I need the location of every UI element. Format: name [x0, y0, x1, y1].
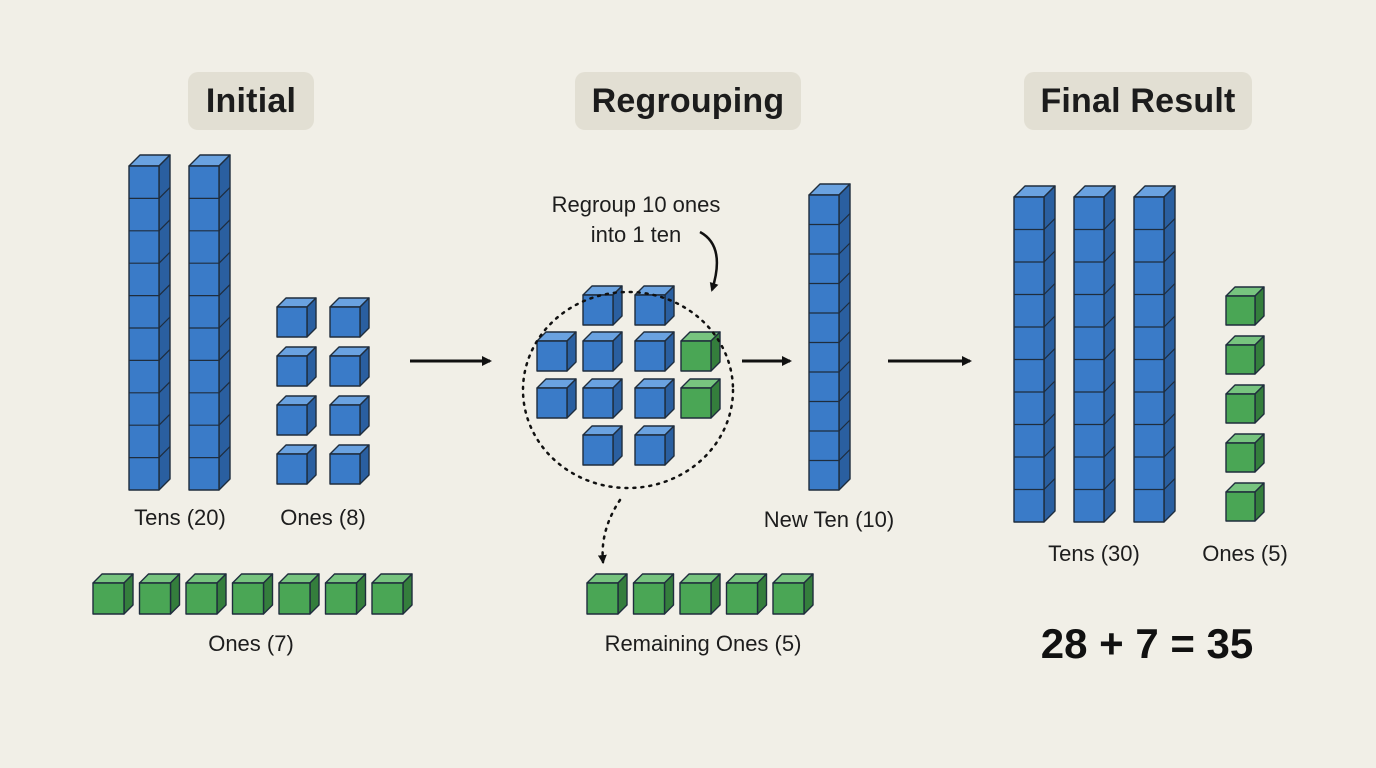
regroup-blue-cube: [582, 378, 623, 419]
initial-one-cube: [276, 444, 317, 485]
initial-one-cube: [276, 346, 317, 387]
added-one-cube: [278, 573, 320, 615]
initial-panel-blocks: [92, 154, 413, 615]
remaining-one-cube: [772, 573, 814, 615]
final-one-cube: [1225, 433, 1265, 473]
regroup-blue-cube: [634, 378, 675, 419]
added-one-cube: [324, 573, 367, 615]
final-one-cube: [1225, 335, 1265, 375]
remaining-ones-label: Remaining Ones (5): [604, 631, 802, 656]
callout-arrow: [699, 230, 719, 292]
regroup-blue-cube: [536, 378, 577, 419]
initial-ones-label: Ones (8): [280, 505, 366, 530]
regroup-green-cube: [680, 378, 721, 419]
initial-one-cube: [329, 346, 370, 387]
initial-one-cube: [329, 444, 370, 485]
remaining-ones-arrow: [597, 498, 622, 564]
added-one-cube: [231, 573, 274, 615]
final-ten-rod: [1073, 185, 1116, 523]
regroup-callout: Regroup 10 ones into 1 ten: [536, 190, 736, 250]
final-panel-blocks: [1013, 185, 1265, 523]
regroup-blue-cube: [634, 425, 675, 466]
added-one-cube: [92, 573, 134, 615]
initial-one-cube: [276, 297, 317, 338]
heading-initial: Initial: [188, 72, 314, 130]
regroup-blue-cube: [536, 331, 577, 372]
added-one-cube: [185, 573, 227, 615]
final-one-cube: [1225, 384, 1265, 424]
remaining-one-cube: [725, 573, 768, 615]
final-ones-label: Ones (5): [1202, 541, 1288, 566]
remaining-one-cube: [586, 573, 628, 615]
regroup-blue-cube: [634, 331, 675, 372]
regroup-callout-line-1: Regroup 10 ones: [551, 192, 721, 217]
remaining-one-cube: [679, 573, 721, 615]
final-tens-label: Tens (30): [1048, 541, 1140, 566]
new-ten-label: New Ten (10): [763, 507, 895, 532]
regroup-blue-cube: [582, 425, 623, 466]
heading-final-result: Final Result: [1024, 72, 1252, 130]
regroup-blue-cube: [582, 331, 623, 372]
initial-ten-rod: [128, 154, 171, 491]
heading-regrouping: Regrouping: [575, 72, 801, 130]
added-one-cube: [138, 573, 181, 615]
added-one-cube: [371, 573, 413, 615]
final-ten-rod: [1133, 185, 1176, 523]
initial-tens-label: Tens (20): [134, 505, 226, 530]
initial-one-cube: [329, 297, 370, 338]
initial-ten-rod: [188, 154, 231, 491]
initial-one-cube: [329, 395, 370, 436]
initial-one-cube: [276, 395, 317, 436]
regroup-blue-cube: [582, 285, 623, 326]
equation: 28 + 7 = 35: [1040, 620, 1254, 667]
final-one-cube: [1225, 482, 1265, 522]
regroup-callout-line-2: into 1 ten: [590, 222, 682, 247]
regroup-circle: [521, 290, 735, 490]
remaining-one-cube: [632, 573, 675, 615]
final-one-cube: [1225, 286, 1265, 326]
regroup-green-cube: [680, 331, 721, 372]
regrouping-panel-blocks: [536, 183, 851, 615]
new-ten-rod: [808, 183, 851, 491]
regroup-blue-cube: [634, 285, 675, 326]
final-ten-rod: [1013, 185, 1056, 523]
added-ones-label: Ones (7): [208, 631, 294, 656]
